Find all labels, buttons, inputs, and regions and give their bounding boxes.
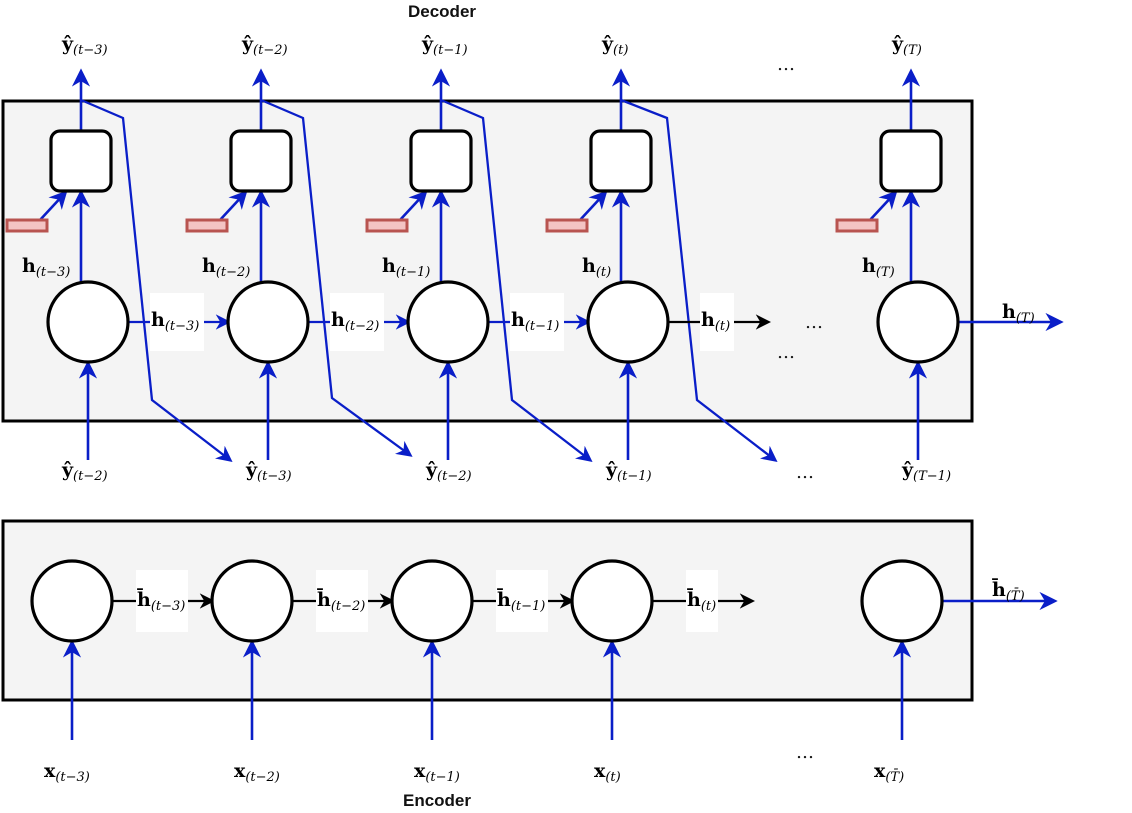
hidden-state-label: h(t−3) <box>22 255 70 280</box>
embedding-arrow <box>39 190 68 221</box>
feedback-line <box>620 98 778 462</box>
output-box <box>589 129 653 193</box>
encoder-cell <box>860 559 944 643</box>
encoder-cell <box>570 559 654 643</box>
encoder-hidden-label: h̄(t) <box>687 589 716 614</box>
feedback-line <box>80 98 233 462</box>
encoder-hidden-label-bg <box>496 570 548 632</box>
recurrent-hidden-label: h(t−3) <box>151 309 199 334</box>
decoder-input-label: ŷ(t−2) <box>425 459 472 484</box>
final-hidden-label: h(T) <box>1002 301 1035 326</box>
decoder-input-label: ŷ(t−2) <box>61 459 108 484</box>
feedback-line <box>440 98 593 462</box>
embedding-arrow <box>579 190 608 221</box>
encoder-hidden-label-bg <box>686 570 718 632</box>
embedding-arrow <box>869 190 898 221</box>
embedding-arrow <box>219 190 248 221</box>
encoder-cell <box>30 559 114 643</box>
decoder-output-label: ŷ(T) <box>891 33 922 58</box>
embedding-bar <box>545 218 589 233</box>
hidden-state-label: h(T) <box>862 255 895 280</box>
ellipsis: … <box>777 342 797 363</box>
feedback-line <box>260 98 413 457</box>
recurrent-hidden-label: h(t−2) <box>331 309 379 334</box>
decoder-cell <box>876 280 960 364</box>
labels-layer: ŷ(t−3) ŷ(t−2) ŷ(t−1) ŷ(t) ŷ(T) h(t−3) h(t−2) h(… <box>22 33 1035 785</box>
decoder-cell <box>586 280 670 364</box>
output-box <box>879 129 943 193</box>
encoder-final-hidden-label: h̄(T̄) <box>992 579 1025 604</box>
decoder-output-label: ŷ(t) <box>601 33 628 58</box>
connections-layer <box>39 68 1064 740</box>
decoder-output-label: ŷ(t−3) <box>61 33 108 58</box>
hidden-label-bg <box>510 293 564 351</box>
encoder-cell <box>390 559 474 643</box>
decoder-cell <box>226 280 310 364</box>
embedding-bar <box>365 218 409 233</box>
embedding-bar <box>5 218 49 233</box>
hidden-label-bg <box>330 293 384 351</box>
encoder-input-label: x(t−3) <box>44 760 90 785</box>
ellipsis: … <box>796 462 816 483</box>
recurrent-hidden-label: h(t) <box>701 309 730 334</box>
encoder-hidden-label: h̄(t−2) <box>317 589 366 614</box>
decoder-input-label: ŷ(t−1) <box>605 459 652 484</box>
encoder-input-label: x(t) <box>594 760 621 785</box>
encoder-input-label: x(t−2) <box>234 760 280 785</box>
hidden-state-label: h(t−2) <box>202 255 250 280</box>
embedding-arrow <box>399 190 428 221</box>
ellipsis: … <box>796 742 816 763</box>
encoder-cell <box>210 559 294 643</box>
decoder-cell <box>406 280 490 364</box>
encoder-title: Encoder <box>403 791 471 810</box>
hidden-state-label: h(t) <box>582 255 611 280</box>
encoder-input-label: x(t−1) <box>414 760 460 785</box>
decoder-input-label: ŷ(T−1) <box>901 459 951 484</box>
decoder-output-label: ŷ(t−1) <box>421 33 468 58</box>
decoder-input-label: ŷ(t−3) <box>245 459 292 484</box>
ellipsis: … <box>805 312 825 333</box>
embedding-bar <box>185 218 229 233</box>
hidden-state-label: h(t−1) <box>382 255 430 280</box>
decoder-output-label: ŷ(t−2) <box>241 33 288 58</box>
encoder-hidden-label-bg <box>136 570 188 632</box>
hidden-label-bg <box>700 293 734 351</box>
hidden-label-bg <box>150 293 204 351</box>
recurrent-hidden-label: h(t−1) <box>511 309 559 334</box>
output-box <box>409 129 473 193</box>
decoder-cell <box>46 280 130 364</box>
output-box <box>229 129 293 193</box>
decoder-title: Decoder <box>408 2 476 21</box>
embedding-bar <box>835 218 879 233</box>
encoder-input-label: x(T̄) <box>874 760 904 785</box>
nodes-layer <box>5 129 960 643</box>
encoder-hidden-label-bg <box>316 570 368 632</box>
encoder-hidden-label: h̄(t−1) <box>497 589 546 614</box>
output-box <box>49 129 113 193</box>
ellipsis: … <box>777 54 797 75</box>
encoder-hidden-label: h̄(t−3) <box>137 589 186 614</box>
